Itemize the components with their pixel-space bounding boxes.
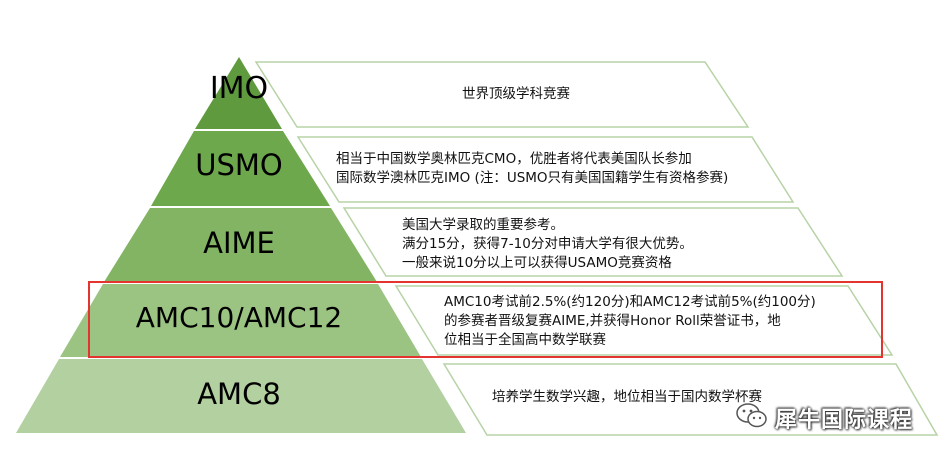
desc-line: 国际数学澳林匹克IMO (注：USMO只有美国国籍学生有资格参赛) <box>336 170 729 186</box>
tier-label-amc8: AMC8 <box>197 377 281 411</box>
desc-box-amc10-amc12 <box>394 285 894 356</box>
desc-text-amc10-amc12: AMC10考试前2.5%(约120分)和AMC12考试前5%(约100分) 的参… <box>444 293 816 350</box>
desc-line: 世界顶级学科竞赛 <box>462 86 570 102</box>
desc-box-imo <box>254 61 750 128</box>
desc-line: 培养学生数学兴趣，地位相当于国内数学杯赛 <box>492 389 762 405</box>
highlight-box <box>88 281 883 358</box>
desc-line: 位相当于全国高中数学联赛 <box>444 332 606 348</box>
desc-box-aime <box>342 207 844 277</box>
tier-label-aime: AIME <box>203 226 275 260</box>
wechat-bubble-icon <box>735 401 769 435</box>
watermark: 犀牛国际课程 <box>735 398 913 438</box>
tier-label-imo: IMO <box>209 71 269 106</box>
desc-line: 一般来说10分以上可以获得USAMO竞赛资格 <box>402 255 672 271</box>
desc-box-usmo <box>296 136 795 203</box>
desc-text-aime: 美国大学录取的重要参考。 满分15分，获得7-10分对申请大学有很大优势。 一般… <box>402 216 693 273</box>
desc-text-imo: 世界顶级学科竞赛 <box>462 85 570 104</box>
pyramid-tier-amc8 <box>16 359 466 433</box>
pyramid-tier-amc10-amc12 <box>60 284 421 357</box>
desc-line: 相当于中国数学奥林匹克CMO，优胜者将代表美国队长参加 <box>336 151 692 167</box>
desc-line: 满分15分，获得7-10分对申请大学有很大优势。 <box>402 236 693 252</box>
tier-label-amc10-amc12: AMC10/AMC12 <box>135 301 343 334</box>
pyramid-tier-imo <box>195 57 282 129</box>
pyramid-tier-usmo <box>151 131 330 206</box>
desc-text-usmo: 相当于中国数学奥林匹克CMO，优胜者将代表美国队长参加 国际数学澳林匹克IMO … <box>336 150 728 188</box>
pyramid-tier-aime <box>104 208 377 282</box>
desc-line: AMC10考试前2.5%(约120分)和AMC12考试前5%(约100分) <box>444 294 816 310</box>
desc-box-amc8 <box>442 363 939 436</box>
desc-text-amc8: 培养学生数学兴趣，地位相当于国内数学杯赛 <box>492 388 762 407</box>
desc-line: 的参赛者晋级复赛AIME,并获得Honor Roll荣誉证书，地 <box>444 313 781 329</box>
watermark-text: 犀牛国际课程 <box>775 408 914 433</box>
desc-line: 美国大学录取的重要参考。 <box>402 217 564 233</box>
tier-label-usmo: USMO <box>195 148 283 182</box>
